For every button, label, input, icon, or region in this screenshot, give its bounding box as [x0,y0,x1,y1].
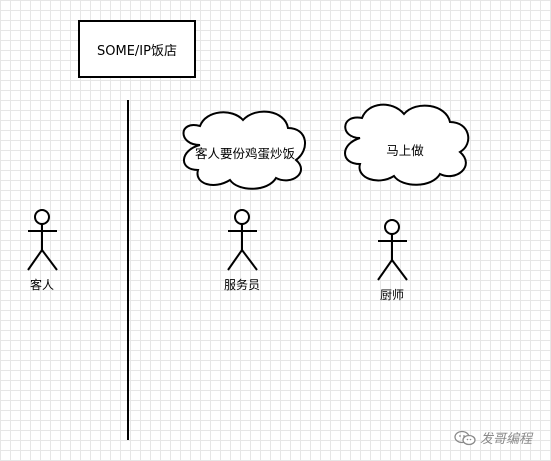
separator-line [127,100,129,440]
order-cloud-text: 客人要份鸡蛋炒饭 [194,146,295,161]
reply-cloud-shape [344,103,470,186]
customer-label: 客人 [29,278,54,292]
waiter-actor-figure [227,209,258,271]
chef-label: 厨师 [379,288,404,302]
wechat-icon [454,430,476,445]
watermark: 发哥编程 [454,428,532,447]
reply-cloud-text: 马上做 [386,143,424,158]
restaurant-title: SOME/IP饭店 [97,43,177,59]
customer-actor-figure [27,209,58,271]
watermark-text: 发哥编程 [480,432,533,447]
waiter-label: 服务员 [223,278,260,292]
chef-actor-figure [377,219,408,281]
order-cloud-shape [182,110,306,190]
restaurant-title-box: SOME/IP饭店 [78,20,196,78]
